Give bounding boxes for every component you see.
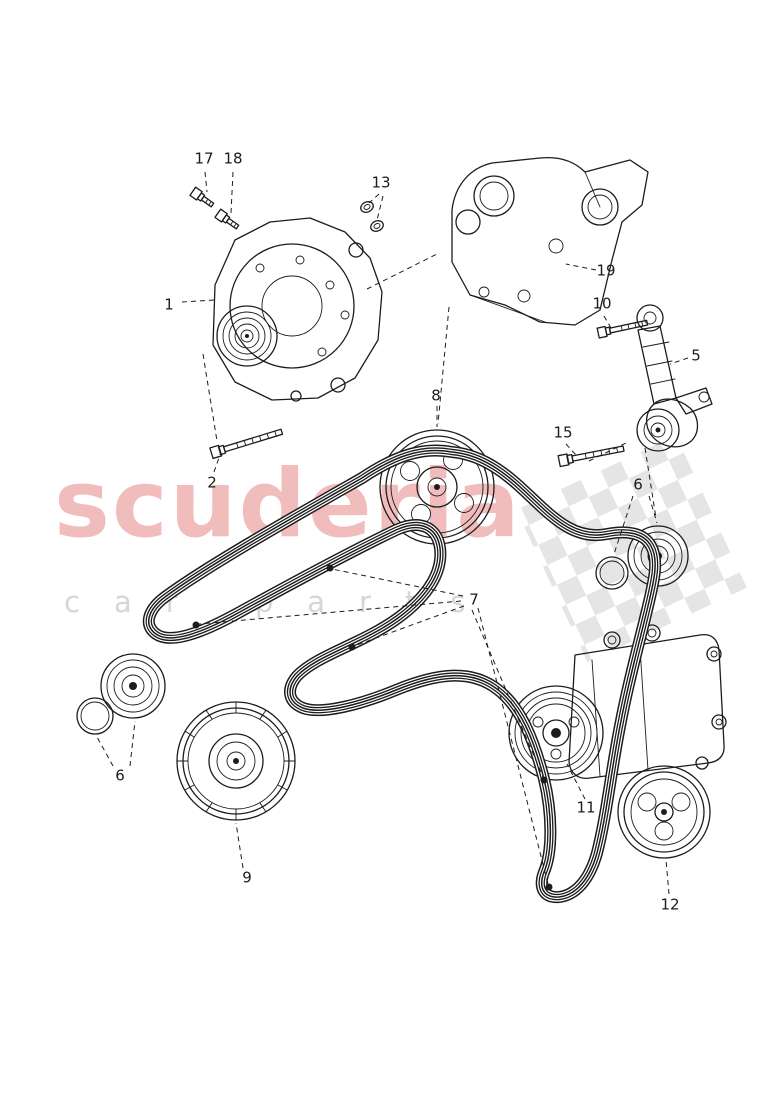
belt-tensioner-drawing bbox=[636, 304, 713, 452]
callout-12: 12 bbox=[660, 895, 680, 914]
callout-17: 17 bbox=[194, 149, 214, 168]
callout-7: 7 bbox=[469, 590, 479, 609]
bolt-2-drawing bbox=[209, 428, 284, 460]
bolt-10-drawing bbox=[596, 319, 649, 339]
leader-lines bbox=[96, 171, 689, 895]
callout-9: 9 bbox=[242, 868, 252, 887]
belt-reference-dots bbox=[192, 564, 553, 891]
water-pump-pulley-drawing bbox=[379, 429, 495, 545]
callout-2: 2 bbox=[207, 473, 217, 492]
washers-13-drawing bbox=[360, 201, 384, 232]
crankshaft-pulley-drawing bbox=[176, 701, 296, 821]
bolt-18-drawing bbox=[214, 208, 240, 230]
callout-10: 10 bbox=[592, 294, 612, 313]
callout-6-left: 6 bbox=[115, 766, 125, 785]
callout-5: 5 bbox=[691, 346, 701, 365]
callout-6-right: 6 bbox=[633, 475, 643, 494]
mounting-bracket-drawing bbox=[451, 156, 649, 326]
callout-1: 1 bbox=[164, 295, 174, 314]
callout-15: 15 bbox=[553, 423, 573, 442]
callout-18: 18 bbox=[223, 149, 243, 168]
callout-13: 13 bbox=[371, 173, 391, 192]
idler-pulley-left-drawing bbox=[76, 653, 166, 735]
watermark-checkered-flag-icon bbox=[516, 435, 747, 663]
callout-19: 19 bbox=[596, 261, 616, 280]
ac-compressor-drawing bbox=[508, 624, 727, 781]
alternator-drawing bbox=[212, 217, 383, 402]
bolt-17-drawing bbox=[189, 186, 215, 208]
compressor-pulley-drawing bbox=[617, 765, 711, 859]
callout-11: 11 bbox=[576, 798, 596, 817]
callout-8: 8 bbox=[431, 386, 441, 405]
